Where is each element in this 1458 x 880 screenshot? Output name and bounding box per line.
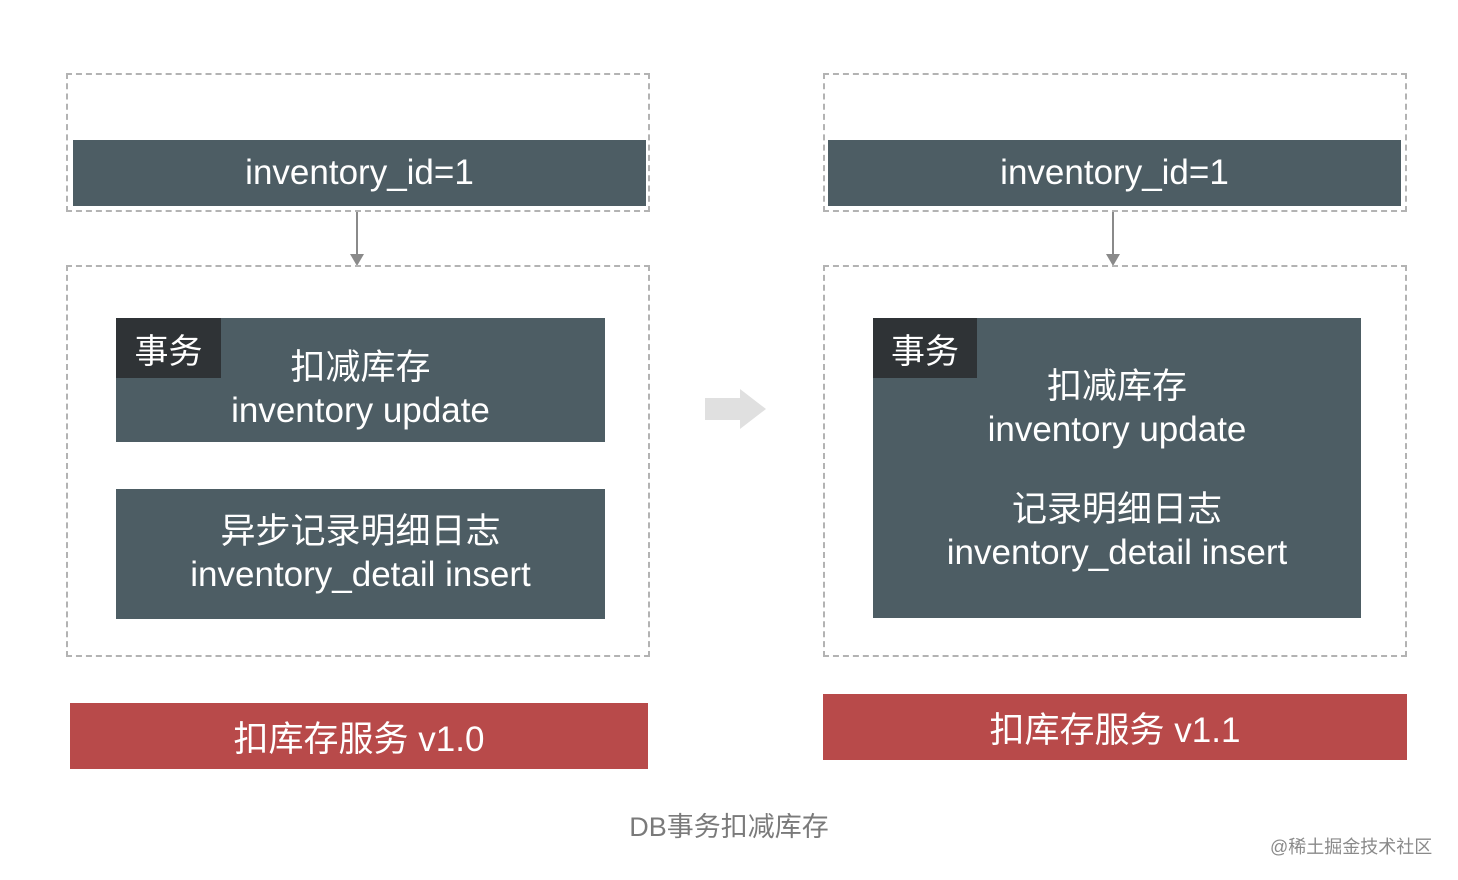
left-service-label: 扣库存服务 v1.0 [70, 703, 648, 769]
right-header-frame [823, 73, 1407, 212]
right-inventory-id-bar: inventory_id=1 [828, 140, 1401, 206]
left-log-line1: 异步记录明细日志 [220, 512, 501, 552]
left-log-box: 异步记录明细日志 inventory_detail insert [116, 489, 605, 619]
left-update-line2: inventory update [231, 391, 490, 430]
right-transaction-tag: 事务 [873, 318, 977, 378]
right-log-line2: inventory_detail insert [946, 533, 1288, 573]
left-service-label-text: 扣库存服务 v1.0 [233, 719, 485, 759]
left-inventory-id-text: inventory_id=1 [245, 152, 474, 192]
right-service-label-text: 扣库存服务 v1.1 [989, 710, 1241, 750]
right-update-line1: 扣减库存 [1046, 367, 1187, 406]
left-transaction-tag-text: 事务 [134, 332, 203, 371]
left-transaction-frame [66, 265, 650, 657]
right-update-line2: inventory update [987, 409, 1247, 449]
right-transaction-tag-text: 事务 [891, 332, 959, 371]
left-update-line1: 扣减库存 [290, 348, 431, 388]
right-service-label: 扣库存服务 v1.1 [823, 694, 1407, 760]
watermark-text: @稀土掘金技术社区 [1270, 837, 1433, 857]
right-log-line1: 记录明细日志 [1011, 490, 1222, 530]
figure-caption-text: DB事务扣减库存 [629, 812, 829, 842]
right-transaction-frame [823, 265, 1407, 657]
left-transaction-tag: 事务 [116, 318, 221, 378]
left-log-line2: inventory_detail insert [190, 555, 531, 594]
right-inventory-id-text: inventory_id=1 [1000, 152, 1229, 192]
left-update-box: 扣减库存 inventory update [116, 318, 605, 442]
left-inventory-id-bar: inventory_id=1 [73, 140, 646, 206]
left-header-frame [66, 73, 650, 212]
watermark: @稀土掘金技术社区 [1270, 833, 1450, 859]
figure-caption: DB事务扣减库存 [529, 805, 929, 845]
